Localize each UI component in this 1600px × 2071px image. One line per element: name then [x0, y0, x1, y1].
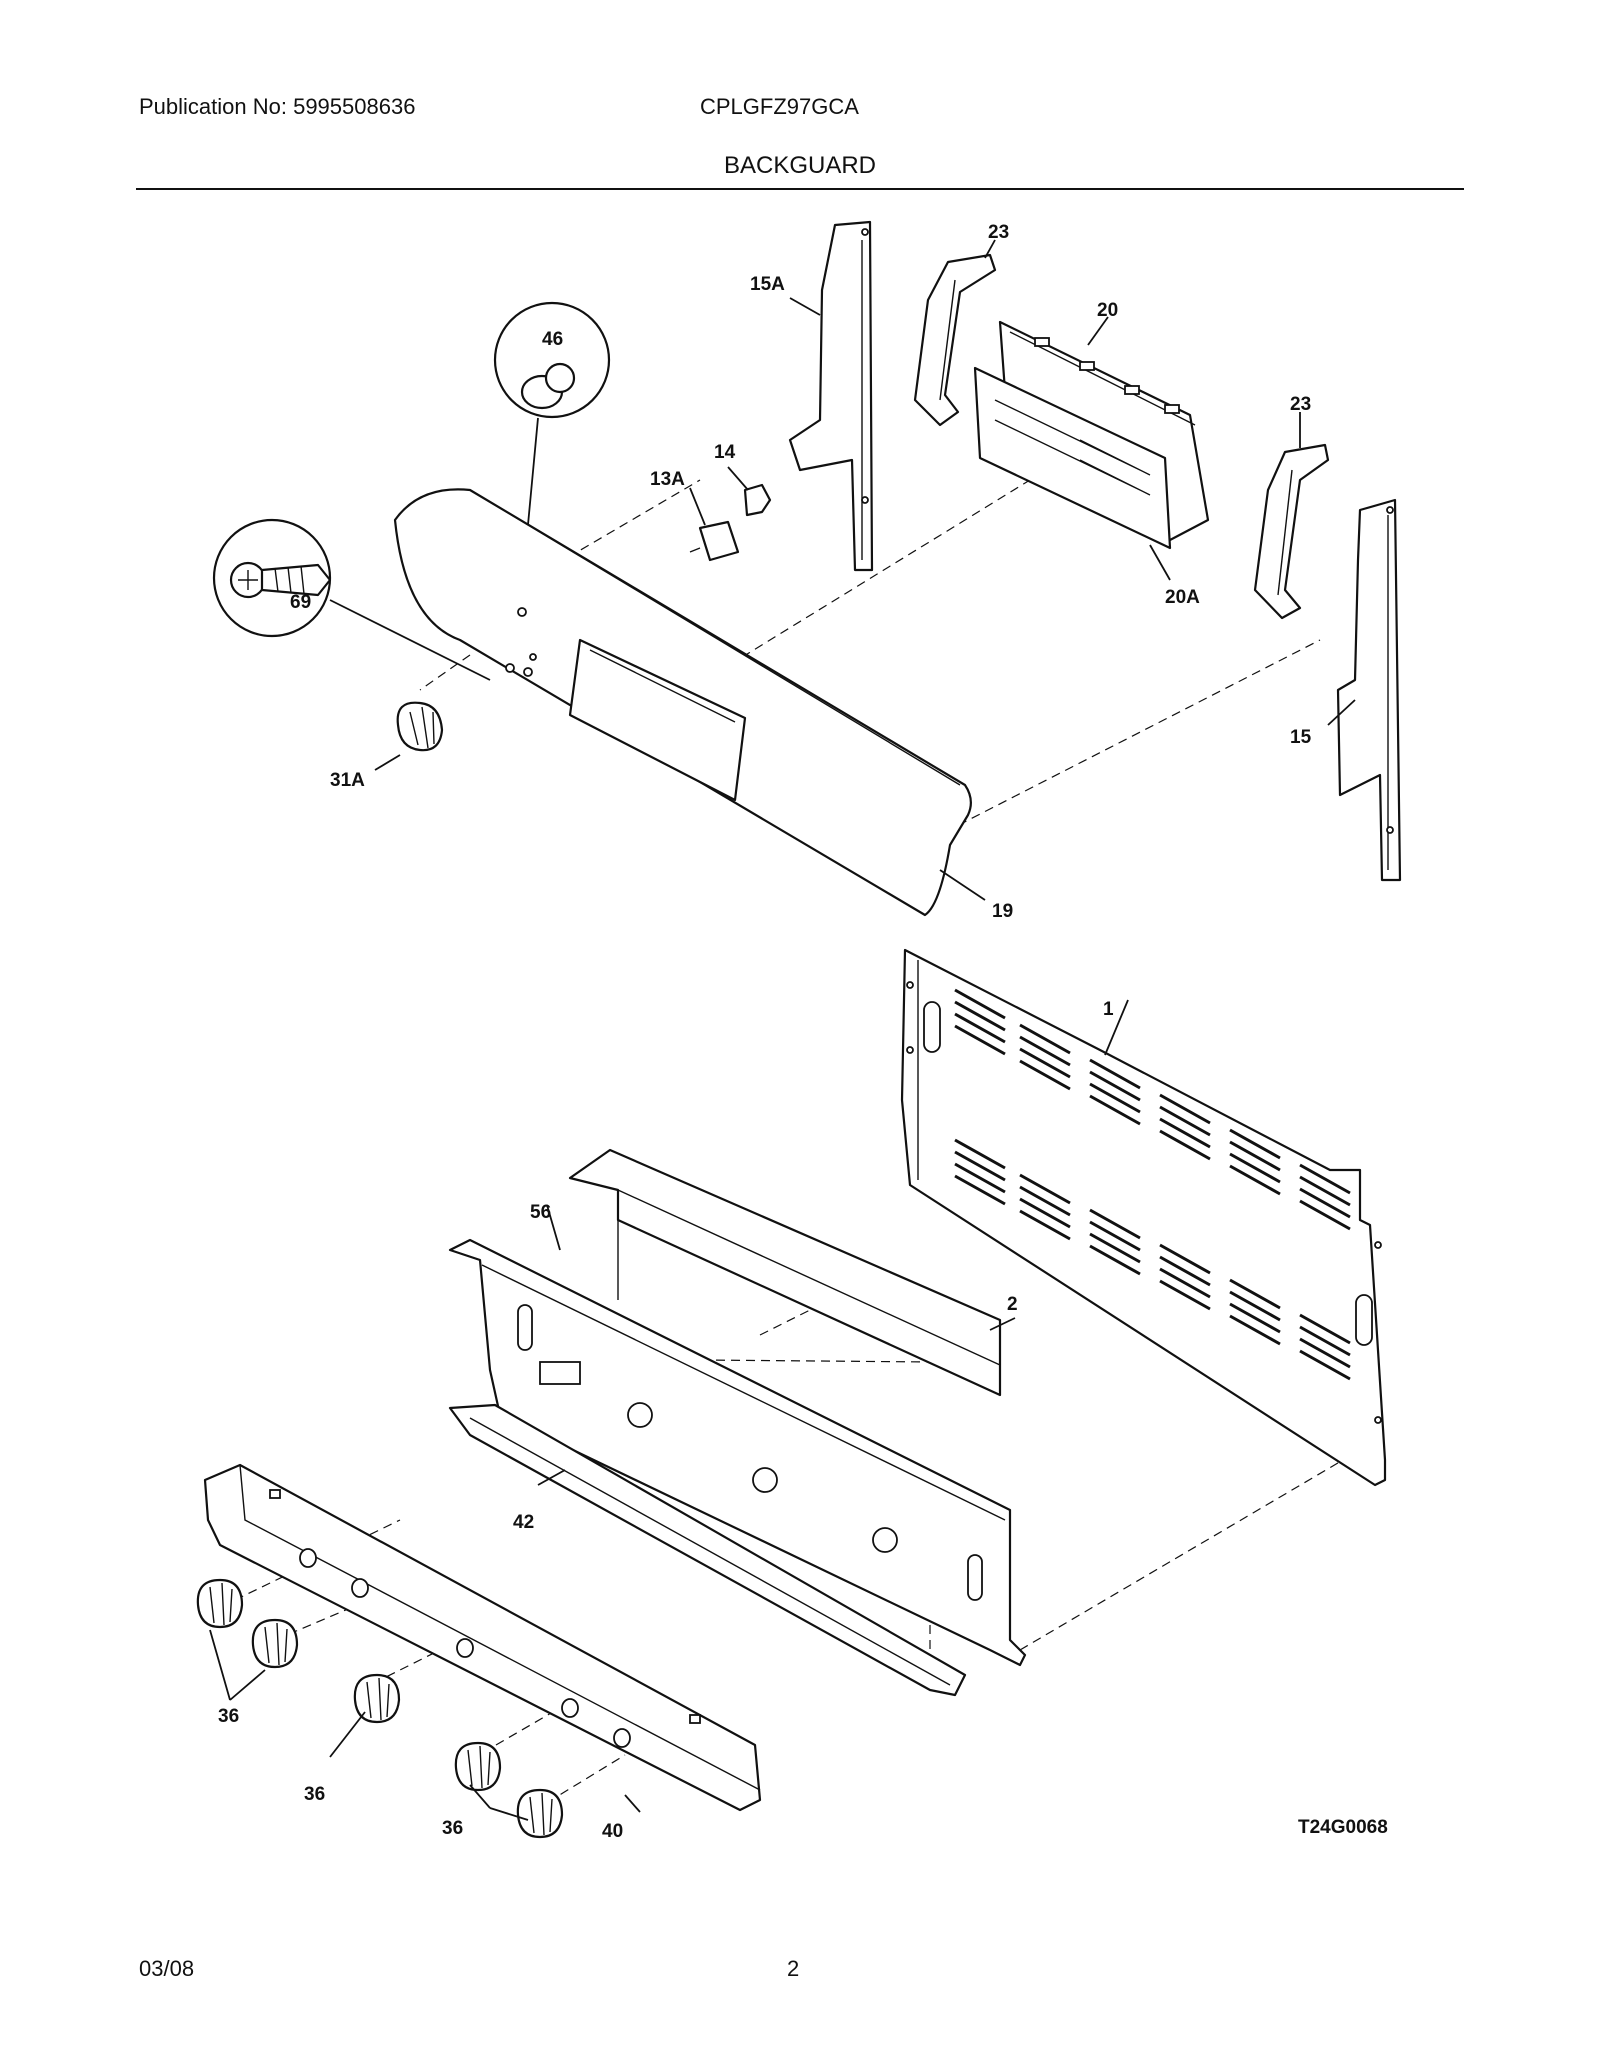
part-1-rear-panel	[900, 948, 1387, 1487]
callout-31a: 31A	[330, 770, 365, 791]
callout-42: 42	[513, 1512, 534, 1533]
part-42-bracket	[448, 1403, 967, 1697]
footer-date: 03/08	[139, 1956, 195, 1981]
callout-14: 14	[714, 442, 736, 463]
callout-15: 15	[1290, 727, 1312, 748]
callout-36-bottom: 36	[442, 1818, 463, 1839]
callout-labels: 1 2 13A 14 15 15A 19 20 20A 23 23 31A 36…	[218, 222, 1388, 1842]
part-2-trim	[568, 1148, 1002, 1397]
callout-2: 2	[1007, 1294, 1018, 1315]
publication-number: Publication No: 5995508636	[139, 94, 416, 119]
callout-leaders	[209, 239, 1356, 1821]
part-31a-knob	[374, 701, 444, 771]
callout-23-top: 23	[988, 222, 1009, 243]
part-19-control-panel	[393, 488, 972, 917]
callout-1: 1	[1103, 999, 1114, 1020]
callout-20: 20	[1097, 300, 1118, 321]
part-15-end-bracket	[1336, 498, 1402, 882]
callout-46: 46	[542, 329, 563, 350]
part-69-detail	[212, 518, 491, 681]
callout-40: 40	[602, 1821, 623, 1842]
callout-15a: 15A	[750, 274, 785, 295]
callout-20a: 20A	[1165, 587, 1200, 608]
callout-69: 69	[290, 592, 311, 613]
callout-36-left: 36	[218, 1706, 239, 1727]
model-number: CPLGFZ97GCA	[700, 94, 859, 119]
part-46-detail	[493, 301, 611, 611]
page-number: 2	[787, 1956, 800, 1981]
part-13a-switch	[689, 520, 740, 562]
callout-13a: 13A	[650, 469, 685, 490]
page-title: BACKGUARD	[723, 152, 877, 179]
callout-56: 56	[530, 1202, 551, 1223]
part-40-lower-panel	[203, 1463, 762, 1812]
callout-19: 19	[992, 901, 1013, 922]
part-36-knobs	[196, 1578, 564, 1839]
callout-23-right: 23	[1290, 394, 1311, 415]
diagram-code: T24G0068	[1298, 1817, 1388, 1838]
part-20a-overlay	[973, 366, 1172, 550]
part-56-manifold-panel	[448, 1238, 1027, 1667]
part-23-bracket-left	[913, 253, 997, 427]
header-divider	[136, 188, 1464, 190]
part-14-switch	[743, 483, 772, 517]
part-15a-end-bracket	[788, 220, 874, 572]
part-23-bracket-right	[1253, 443, 1330, 620]
callout-36-middle: 36	[304, 1784, 325, 1805]
